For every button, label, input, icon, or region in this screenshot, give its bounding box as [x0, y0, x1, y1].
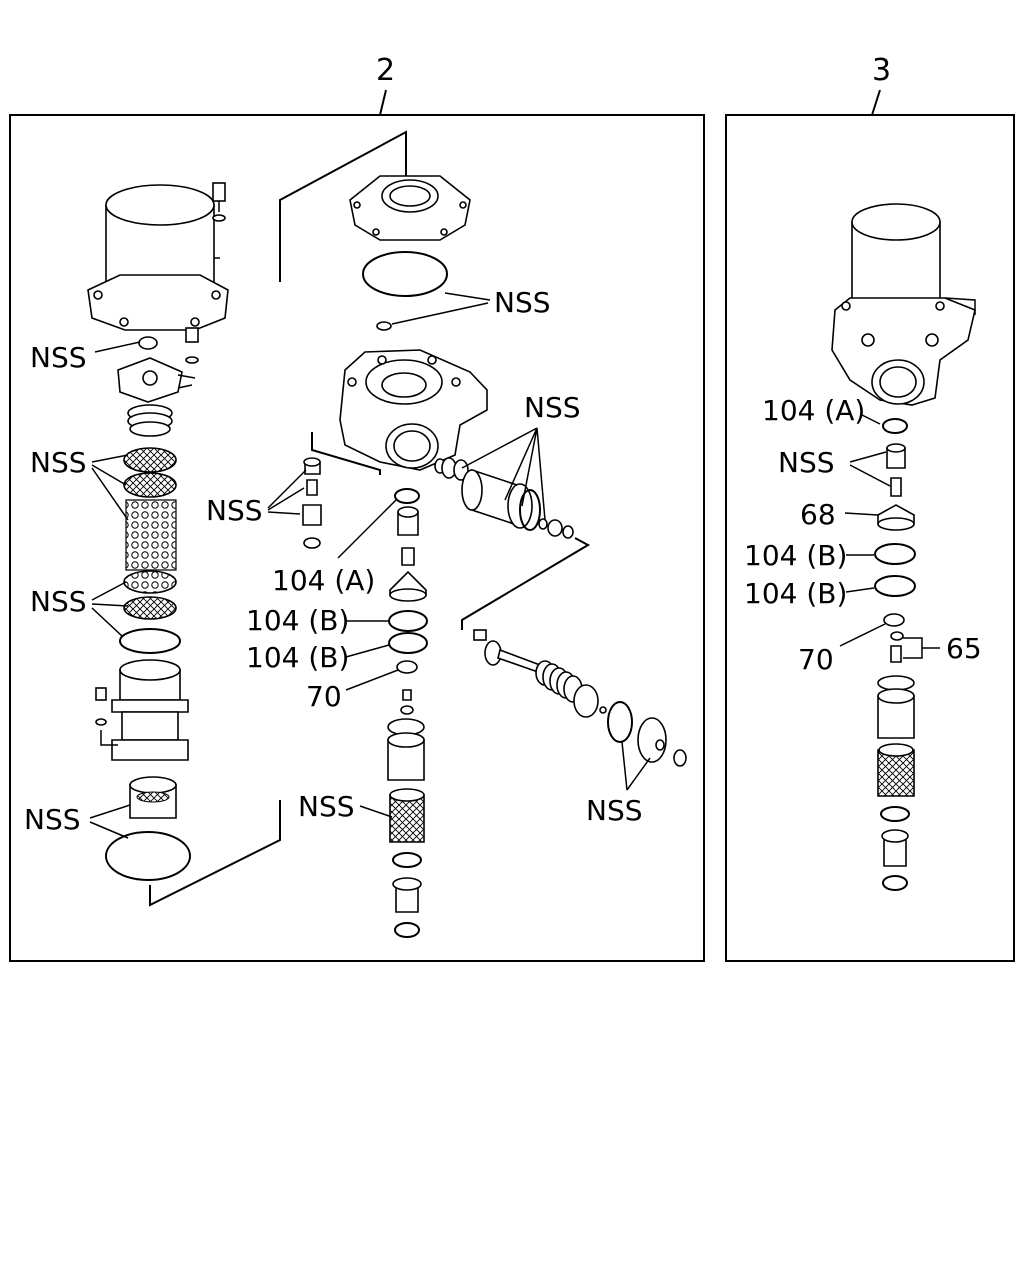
panel-2: 2	[9, 53, 705, 962]
leaders-left	[89, 341, 281, 907]
valve-body	[311, 349, 488, 475]
callout-104b-1: 104 (B)	[246, 604, 349, 637]
callout-nss-heater-side: NSS	[586, 794, 643, 827]
callout-3-nss: NSS	[778, 446, 835, 479]
callout-3-104b-1: 104 (B)	[744, 539, 847, 572]
callout-nss-top-oring: NSS	[494, 286, 551, 319]
callout-nss-filter-base: NSS	[30, 341, 87, 374]
callout-nss-check-valve: NSS	[206, 494, 263, 527]
panel-2-number: 2	[376, 53, 395, 88]
cover-plate	[279, 130, 491, 331]
callout-104a: 104 (A)	[272, 564, 375, 597]
callout-3-104b-2: 104 (B)	[744, 577, 847, 610]
callout-104b-2: 104 (B)	[246, 641, 349, 674]
callout-nss-lower-seal: NSS	[24, 803, 81, 836]
callout-nss-body-side: NSS	[524, 391, 581, 424]
callout-3-65: 65	[946, 632, 982, 665]
leaders-panel-3	[839, 414, 940, 659]
panel-3: 3	[725, 53, 1015, 962]
check-valve-parts	[267, 457, 322, 549]
callout-3-68: 68	[800, 498, 836, 531]
callout-70: 70	[306, 680, 342, 713]
callout-3-70: 70	[798, 643, 834, 676]
dryer-assembly-3	[831, 203, 976, 891]
plunger-assembly	[461, 537, 687, 791]
callout-nss-strainer: NSS	[298, 790, 355, 823]
side-cylinder-assembly	[434, 427, 574, 539]
callout-3-104a: 104 (A)	[762, 394, 865, 427]
desiccant-cartridge-assembly	[87, 182, 229, 881]
panel-2-frame	[9, 114, 705, 962]
center-valve-stack	[337, 488, 428, 938]
callout-nss-desiccant-top: NSS	[30, 446, 87, 479]
panel-3-frame	[725, 114, 1015, 962]
callout-nss-desiccant-bottom: NSS	[30, 585, 87, 618]
panel-3-number: 3	[872, 53, 891, 88]
